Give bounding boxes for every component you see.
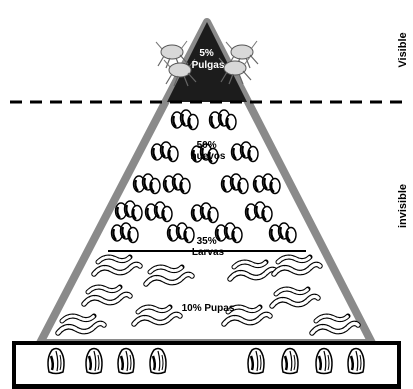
base-band xyxy=(14,343,399,388)
larvae-name: Larvas xyxy=(192,247,225,258)
cocoon-icon xyxy=(48,349,64,374)
cocoon-icon xyxy=(150,349,166,374)
cocoon-icon xyxy=(348,349,364,374)
adults-percent: 5% xyxy=(199,48,214,59)
cocoon-icon xyxy=(282,349,298,374)
cocoon-icon xyxy=(316,349,332,374)
invisible-label: invisible xyxy=(397,184,409,228)
visible-label: Visible xyxy=(397,32,409,67)
eggs-name: huevos xyxy=(190,151,225,162)
eggs-percent: 50% xyxy=(197,140,217,151)
adults-name: Pulgas xyxy=(192,60,225,71)
larvae-percent: 35% xyxy=(197,236,217,247)
cocoon-icon xyxy=(86,349,102,374)
cocoon-icon xyxy=(248,349,264,374)
pupae-tier-label: 10% Pupas xyxy=(182,303,235,314)
cocoon-icon xyxy=(118,349,134,374)
